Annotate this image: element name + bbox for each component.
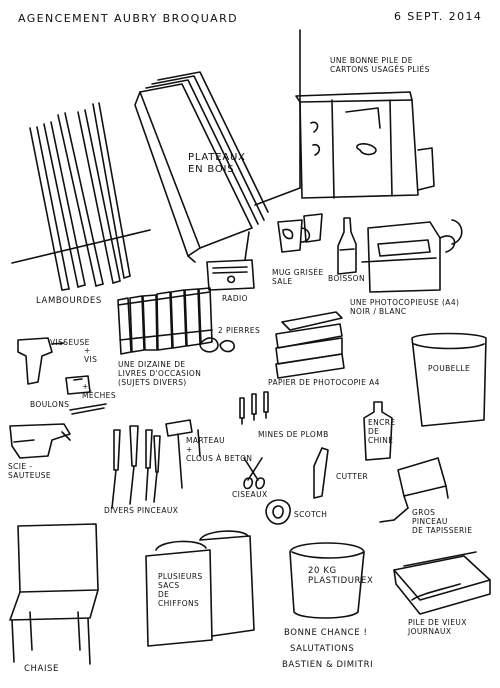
boisson-label: BOISSON (328, 274, 365, 283)
plateaux-label: PLATEAUX EN BOIS (188, 152, 246, 175)
ink-bottle-drawing (363, 401, 393, 461)
poubelle-label: POUBELLE (428, 364, 471, 373)
signoff-line1: BONNE CHANCE ! (284, 628, 368, 638)
mines-label: MINES DE PLOMB (258, 430, 329, 439)
chaise-label: CHAISE (24, 664, 60, 674)
plateaux-drawing (134, 71, 269, 263)
paper-stack-drawing (275, 311, 345, 379)
encre-label: ENCRE DE CHINE (368, 418, 396, 445)
room-corner-lines (11, 29, 301, 264)
stones-drawing (199, 337, 235, 353)
signoff-line3: BASTIEN & DIMITRI (282, 660, 374, 670)
cartons-label: UNE BONNE PILE DE CARTONS USAGÉS PLIÉS (330, 56, 430, 74)
cutter-label: CUTTER (336, 472, 369, 481)
meches-label: + MÈCHES (82, 382, 116, 400)
boulons-label: BOULONS (30, 400, 70, 409)
cartons-drawing (295, 91, 435, 199)
sacs-label: PLUSIEURS SACS DE CHIFFONS (158, 572, 203, 608)
lambourdes-label: LAMBOURDES (36, 296, 102, 306)
bottle-drawing (337, 217, 357, 275)
leads-drawing (239, 391, 269, 425)
mug-label: MUG GRISÉE SALE (272, 268, 324, 286)
bucket-drawing (289, 542, 365, 619)
radio-label: RADIO (222, 294, 248, 303)
scotch-label: SCOTCH (294, 510, 328, 519)
jigsaw-drawing (9, 423, 71, 459)
photocopieuse-label: UNE PHOTOCOPIEUSE (A4) NOIR / BLANC (350, 298, 460, 316)
scissors-drawing (243, 457, 266, 490)
scie-label: SCIE - SAUTEUSE (8, 462, 52, 480)
ciseaux-label: CISEAUX (232, 490, 268, 499)
brushes-drawing (111, 425, 161, 509)
books-drawing (117, 287, 213, 355)
bolts-box-drawing (65, 375, 107, 415)
wide-brush-drawing (379, 457, 449, 523)
newspapers-drawing (393, 551, 491, 615)
trash-bin-drawing (411, 332, 487, 427)
lambourdes-drawing (29, 102, 131, 291)
pierres-label: 2 PIERRES (218, 326, 261, 335)
hammer-drawing (165, 419, 201, 489)
gros-pinceau-label: GROS PINCEAU DE TAPISSERIE (412, 508, 473, 535)
drill-drawing (17, 337, 65, 385)
rag-bags-drawing (145, 530, 255, 647)
tape-drawing (265, 499, 291, 525)
marteau-label: MARTEAU + CLOUS À BETON (186, 436, 253, 463)
pinceaux-label: DIVERS PINCEAUX (104, 506, 179, 515)
radio-drawing (206, 231, 255, 291)
mug-drawing (277, 213, 323, 253)
papier-label: PAPIER DE PHOTOCOPIE A4 (268, 378, 380, 387)
livres-label: UNE DIZAINE DE LIVRES D'OCCASION (SUJETS… (118, 360, 202, 387)
chair-drawing (9, 523, 99, 665)
page-title: AGENCEMENT AUBRY BROQUARD (18, 12, 239, 25)
photocopier-drawing (361, 219, 463, 293)
cutter-drawing (313, 447, 329, 499)
journaux-label: PILE DE VIEUX JOURNAUX (408, 618, 467, 636)
signoff-line2: SALUTATIONS (290, 644, 355, 654)
plastidurex-label: 20 KG PLASTIDUREX (308, 566, 374, 586)
visseuse-label: VISSEUSE (50, 338, 90, 347)
date-label: 6 SEPT. 2014 (394, 10, 483, 23)
vis-label: + VIS (84, 346, 98, 364)
